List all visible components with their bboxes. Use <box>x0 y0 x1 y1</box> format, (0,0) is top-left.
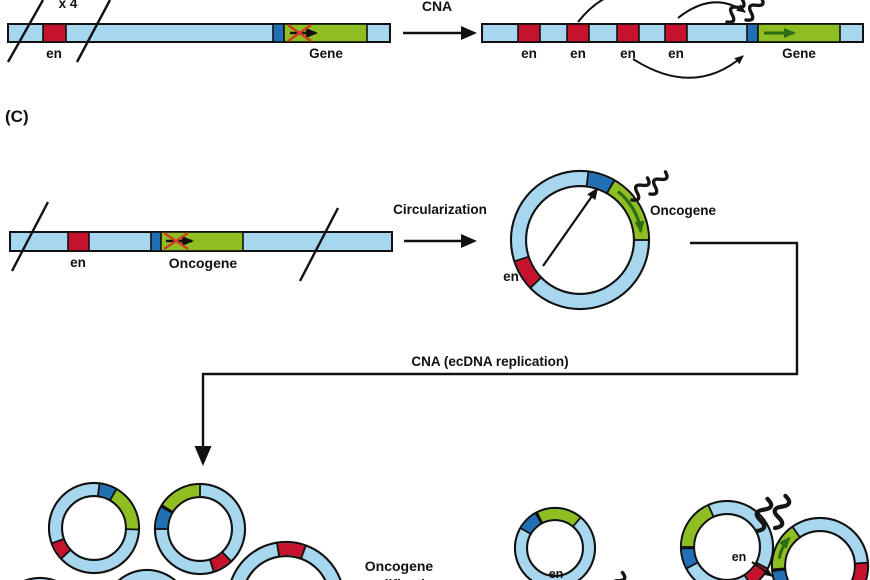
enhancer-segment <box>67 231 90 252</box>
enhancer-label: en <box>620 46 636 61</box>
oncogene-segment <box>537 509 581 526</box>
ecdna-oncogene-label: Oncogene <box>650 203 717 218</box>
transcript-squiggle-icon <box>740 0 767 25</box>
cna-ecdna-replication-label: CNA (ecDNA replication) <box>411 354 568 369</box>
ecdna-replication-arrow <box>194 241 799 466</box>
cna-label: CNA <box>422 0 452 14</box>
truncation-slash <box>75 0 112 63</box>
enhancer-segment <box>566 23 590 43</box>
enhancer-label: en <box>570 46 586 61</box>
promoter-segment <box>586 172 614 193</box>
enhancer-segment <box>517 23 541 43</box>
enhancer-segment <box>853 562 867 580</box>
transcript-squiggle-icon <box>626 173 653 205</box>
panel-c-label: (C) <box>5 107 29 126</box>
promoter-segment <box>272 23 285 43</box>
cluster-ecdna-1 <box>47 481 141 575</box>
transcribing-ecdna-2 <box>770 516 870 580</box>
hub-ecdna <box>513 506 597 580</box>
oncogene-segment <box>682 505 714 548</box>
promoter-segment <box>97 484 116 500</box>
enhancer-label: en <box>70 255 86 270</box>
enhancer-segment <box>616 23 640 43</box>
promoter-segment <box>773 569 787 580</box>
oncogene-band-arrow <box>616 190 645 234</box>
enhancer-segment <box>664 23 688 43</box>
panel-c-chromosome <box>9 201 393 282</box>
truncation-slash <box>10 201 50 272</box>
truncation-slash <box>298 207 340 282</box>
circularization-label: Circularization <box>393 202 487 217</box>
cluster-ecdna-3 <box>117 568 177 580</box>
enhancer-segment <box>52 539 71 559</box>
promoter-segment <box>682 547 698 569</box>
enhancer-segment <box>515 256 541 288</box>
enhancer-label: en <box>521 46 537 61</box>
enhancer-segment <box>277 543 306 558</box>
enhancer-label: en <box>46 46 62 61</box>
transcript-squiggle-icon <box>605 568 629 580</box>
transcript-squiggle-icon <box>770 494 791 530</box>
ecdna-main <box>509 169 651 311</box>
red-x-icon <box>287 24 312 42</box>
enhancer-hijacking-arc <box>677 1 746 19</box>
promoter-segment <box>150 231 162 252</box>
oncogene-segment <box>110 489 138 530</box>
enhancer-hijacking-arc <box>632 55 744 79</box>
panel-b-left-chromosome <box>6 0 391 63</box>
oncogene-amplification-caption: amplification <box>356 576 442 580</box>
gene-label: Gene <box>782 46 816 61</box>
cluster-ecdna-2 <box>153 482 247 576</box>
enhancer-to-promoter-arrow <box>542 187 599 267</box>
red-x-icon <box>163 232 189 250</box>
ecdna-circles <box>23 169 870 580</box>
transcribing-ecdna-1 <box>679 499 775 580</box>
oncogene-label: Oncogene <box>169 255 238 271</box>
enhancer-segment <box>42 23 67 43</box>
oncogene-amplification-caption: Oncogene <box>365 558 434 574</box>
gene-label: Gene <box>309 46 343 61</box>
panel-b-right-chromosome <box>481 23 864 43</box>
cluster-ecdna-4 <box>230 540 342 580</box>
promoter-segment <box>746 23 759 43</box>
oncogene-band-arrow <box>777 536 791 560</box>
ecdna-enhancer-label: en <box>503 269 519 284</box>
enhancer-label: en <box>668 46 684 61</box>
promoter-segment <box>156 507 172 530</box>
enhancer-to-promoter-arrow <box>751 561 773 577</box>
oncogene-segment <box>162 485 201 512</box>
gene-box <box>757 23 841 43</box>
enhancer-hijacking-arc <box>577 0 605 23</box>
copy-count-label: x 4 <box>59 0 78 11</box>
truncation-slash <box>6 0 45 63</box>
transcribing-enhancer-label: en <box>732 550 747 564</box>
hub-enhancer-label: en <box>549 567 564 580</box>
